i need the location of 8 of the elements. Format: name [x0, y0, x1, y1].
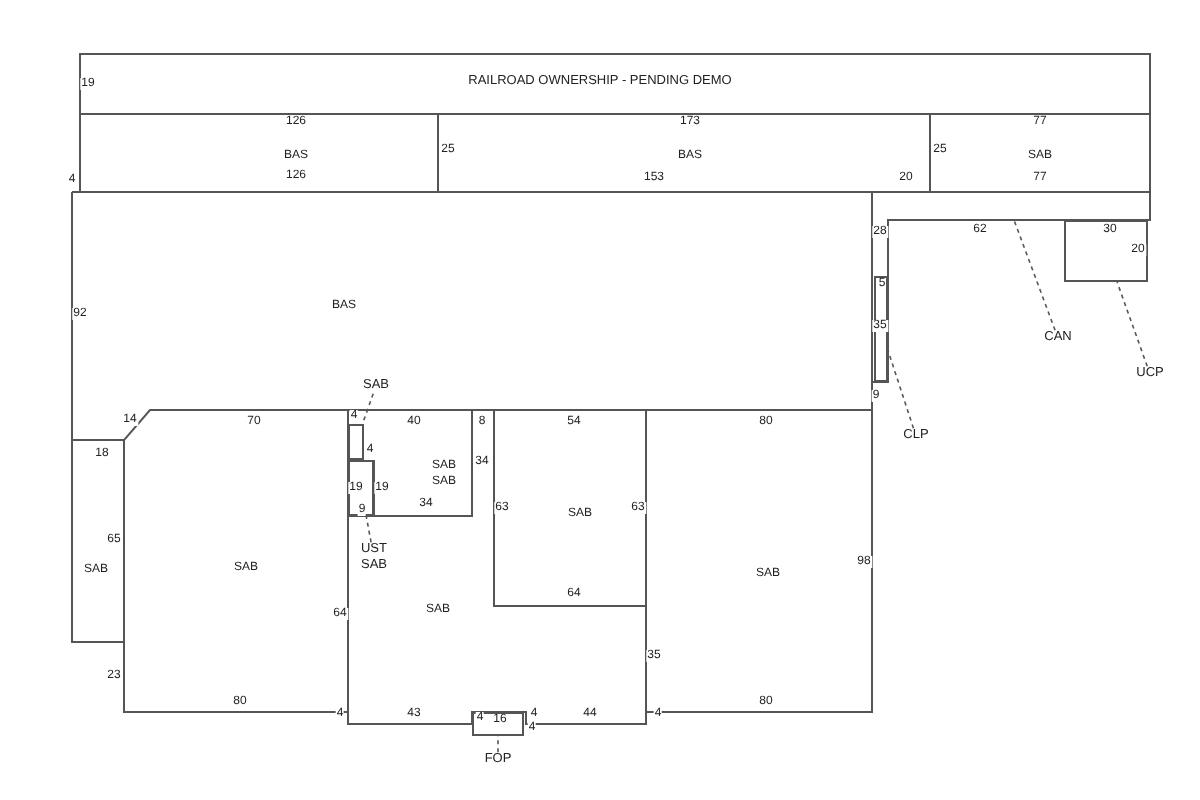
leader-line: [361, 393, 375, 425]
leader-line: [887, 349, 915, 429]
leader-line: [1116, 281, 1148, 367]
leader-line: [1013, 219, 1056, 331]
leader-line: [497, 735, 499, 753]
leader-line: [365, 515, 372, 544]
annex-box: [1064, 220, 1148, 282]
annex-box: [348, 424, 364, 460]
